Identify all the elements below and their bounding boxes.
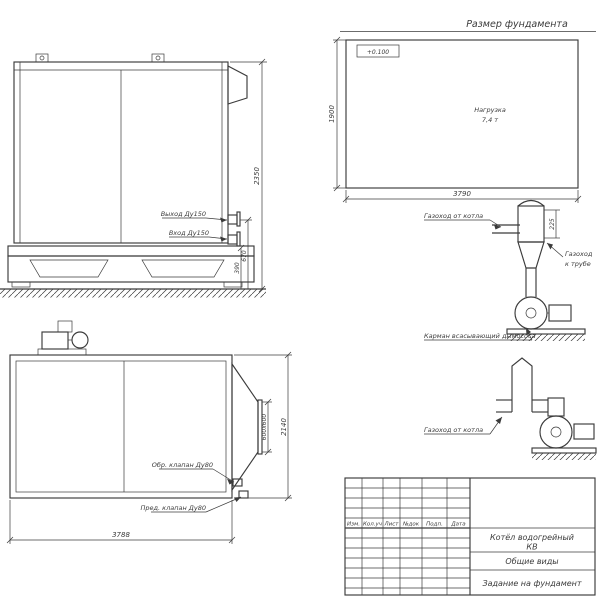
foundation-height-dim: 1900 [328, 105, 336, 123]
flue1-offset-dim: 225 [549, 218, 556, 230]
col-data: Дата [450, 522, 466, 528]
boiler-side-view: 2350 670 390 Выход Ду150 Вход Ду150 [0, 53, 267, 298]
fan-volute [539, 415, 573, 449]
col-list: Лист [384, 522, 400, 528]
check-valve-label: Обр. клапан Ду80 [152, 461, 213, 469]
fan-motor [548, 304, 572, 322]
inlet-height-dim: 390 [234, 262, 241, 274]
product-title-line2: КВ [526, 543, 537, 552]
outlet-label: Выход Ду150 [161, 210, 206, 218]
flue-stub [227, 65, 248, 105]
col-koluch: Кол.уч [363, 522, 383, 528]
leader-arrow [547, 243, 553, 250]
fan-motor [573, 423, 595, 440]
safety-valve-label: Пред. клапан Ду80 [141, 504, 206, 512]
elevation-mark-box [356, 44, 400, 58]
boiler-height-dim: 2350 [253, 167, 261, 185]
col-ndok: №док [402, 522, 420, 528]
leader-arrow [220, 217, 227, 223]
flue1-to-stack-label-2: к трубе [565, 260, 591, 268]
foundation-outline [345, 39, 579, 189]
pump-body [71, 331, 89, 349]
flue-scheme-top: Газоход от котла 225 Газоход к трубе Кар… [424, 199, 593, 341]
ground-hatch [0, 289, 266, 298]
elevation-mark: +0.100 [367, 49, 389, 56]
product-title-line1: Котёл водогрейный [490, 533, 574, 542]
fan-base-hatch [532, 453, 596, 460]
plan-width-dim: 2140 [280, 418, 288, 436]
inlet-label: Вход Ду150 [169, 229, 209, 237]
leader-arrow [526, 328, 531, 336]
leader-arrow [220, 236, 227, 242]
foundation-plan: Размер фундамента +0.100 Нагрузка 7,4 т … [328, 19, 596, 203]
lifting-lug [151, 53, 165, 63]
inlet-pipe [227, 234, 238, 245]
doc-subtitle-1: Общие виды [505, 557, 558, 566]
load-value: 7,4 т [482, 116, 498, 124]
foundation-title: Размер фундамента [466, 19, 568, 30]
leader-arrow [494, 224, 501, 230]
leader-arrow [495, 417, 502, 424]
flue1-to-stack-label-1: Газоход [565, 250, 593, 258]
flue2-from-boiler-label: Газоход от котла [424, 426, 483, 434]
pump-motor [41, 331, 69, 350]
cyclone-cone [517, 241, 545, 269]
cyclone-body [517, 205, 545, 243]
title-block: Изм. Кол.уч Лист №док Подп. Дата Котёл в… [344, 477, 596, 596]
flue-duct [511, 357, 533, 412]
col-izm: Изм. [347, 522, 360, 528]
plan-length-dim: 3788 [112, 531, 130, 539]
fan-base-hatch [507, 334, 585, 341]
doc-subtitle-2: Задание на фундамент [482, 579, 581, 588]
flue-scheme-bottom: Газоход от котла [424, 357, 597, 460]
boiler-plan-view: Обр. клапан Ду80 Пред. клапан Ду80 600х6… [6, 320, 292, 544]
lifting-lug [35, 53, 49, 63]
skid-frame [7, 245, 255, 257]
fan-base [531, 447, 597, 454]
flue-transition [231, 362, 259, 492]
flue1-from-boiler-label: Газоход от котла [424, 212, 483, 220]
outlet-height-dim: 670 [241, 250, 248, 262]
fan-inlet [547, 397, 565, 417]
opening-dim: 600х600 [261, 414, 268, 441]
load-label: Нагрузка [474, 106, 506, 114]
pocket-label: Карман всасывающий дымососа [424, 332, 536, 340]
outlet-pipe [227, 214, 238, 225]
foundation-width-dim: 3790 [453, 190, 471, 198]
boiler-plan-body [9, 354, 233, 499]
fan-volute [514, 296, 548, 330]
leader-arrow [227, 478, 234, 485]
col-podp: Подп. [426, 522, 443, 528]
